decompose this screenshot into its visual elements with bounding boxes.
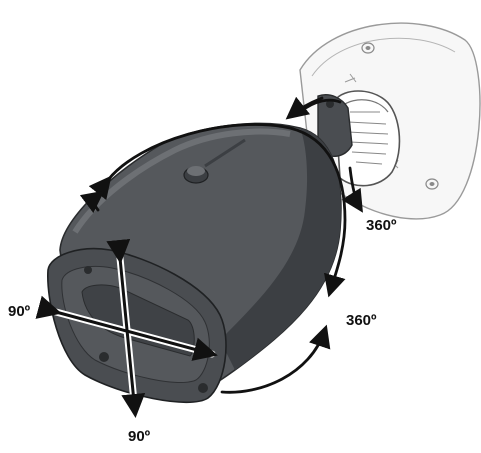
tilt-left-label: 90º: [8, 303, 31, 320]
sunshield-arrow: [79, 190, 105, 214]
rotation-arrows: [79, 96, 361, 394]
front-screw-icon: [99, 352, 109, 362]
horizontal-tilt-arrow: [35, 295, 218, 361]
bottom-rotation-arc-arrow: [220, 324, 331, 394]
mount-screw-icon: [361, 42, 375, 54]
tilt-bottom-label: 90º: [128, 428, 151, 445]
body-rotation-arc-arrow: [88, 123, 347, 298]
mount-screw-icon: [425, 178, 439, 190]
front-screw-icon: [84, 266, 92, 274]
camera-housing: [47, 122, 342, 404]
front-screw-icon: [198, 383, 208, 393]
body-rotation-label: 360º: [346, 312, 377, 329]
mount-rotation-label: 360º: [366, 217, 397, 234]
